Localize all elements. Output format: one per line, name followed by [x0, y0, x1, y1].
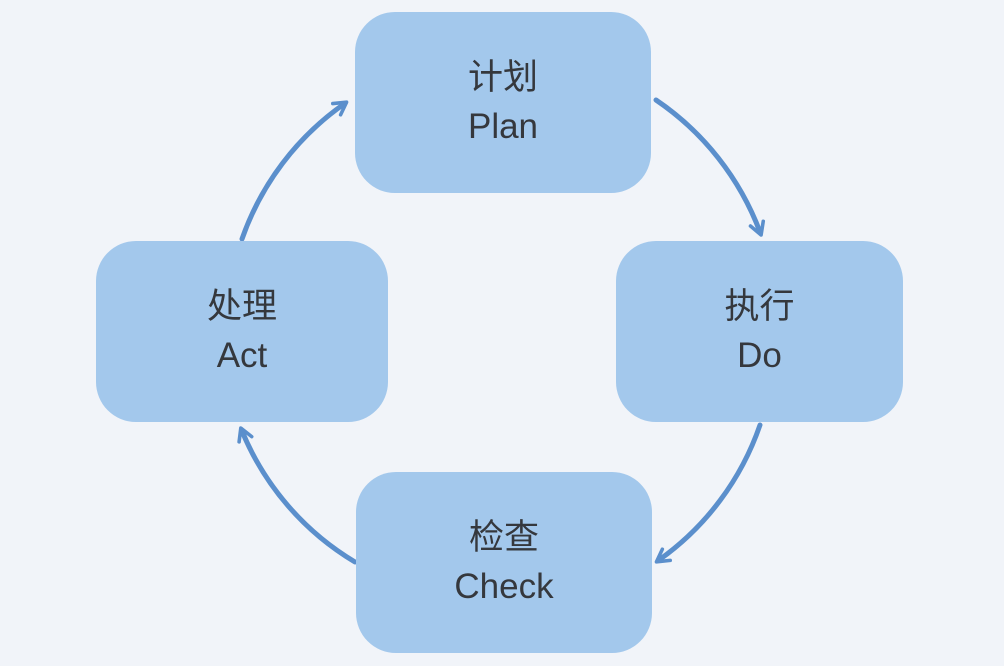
node-act: 处理 Act: [96, 241, 388, 422]
node-act-label-en: Act: [216, 335, 268, 375]
node-do-label-en: Do: [737, 335, 782, 375]
node-plan-label-en: Plan: [467, 106, 539, 146]
node-act-label-zh: 处理: [206, 287, 277, 327]
node-check: 检查 Check: [356, 472, 652, 653]
arrow-do-to-check: [654, 422, 763, 564]
node-check-label-en: Check: [454, 566, 554, 606]
arrow-check-to-act: [237, 426, 358, 565]
node-do-label-zh: 执行: [724, 287, 795, 327]
node-do: 执行 Do: [616, 241, 903, 422]
node-plan-label-zh: 计划: [467, 58, 538, 98]
arrow-act-to-plan: [239, 100, 349, 242]
node-check-label-zh: 检查: [468, 518, 539, 558]
node-plan: 计划 Plan: [355, 12, 651, 193]
arrow-plan-to-do: [653, 97, 766, 237]
